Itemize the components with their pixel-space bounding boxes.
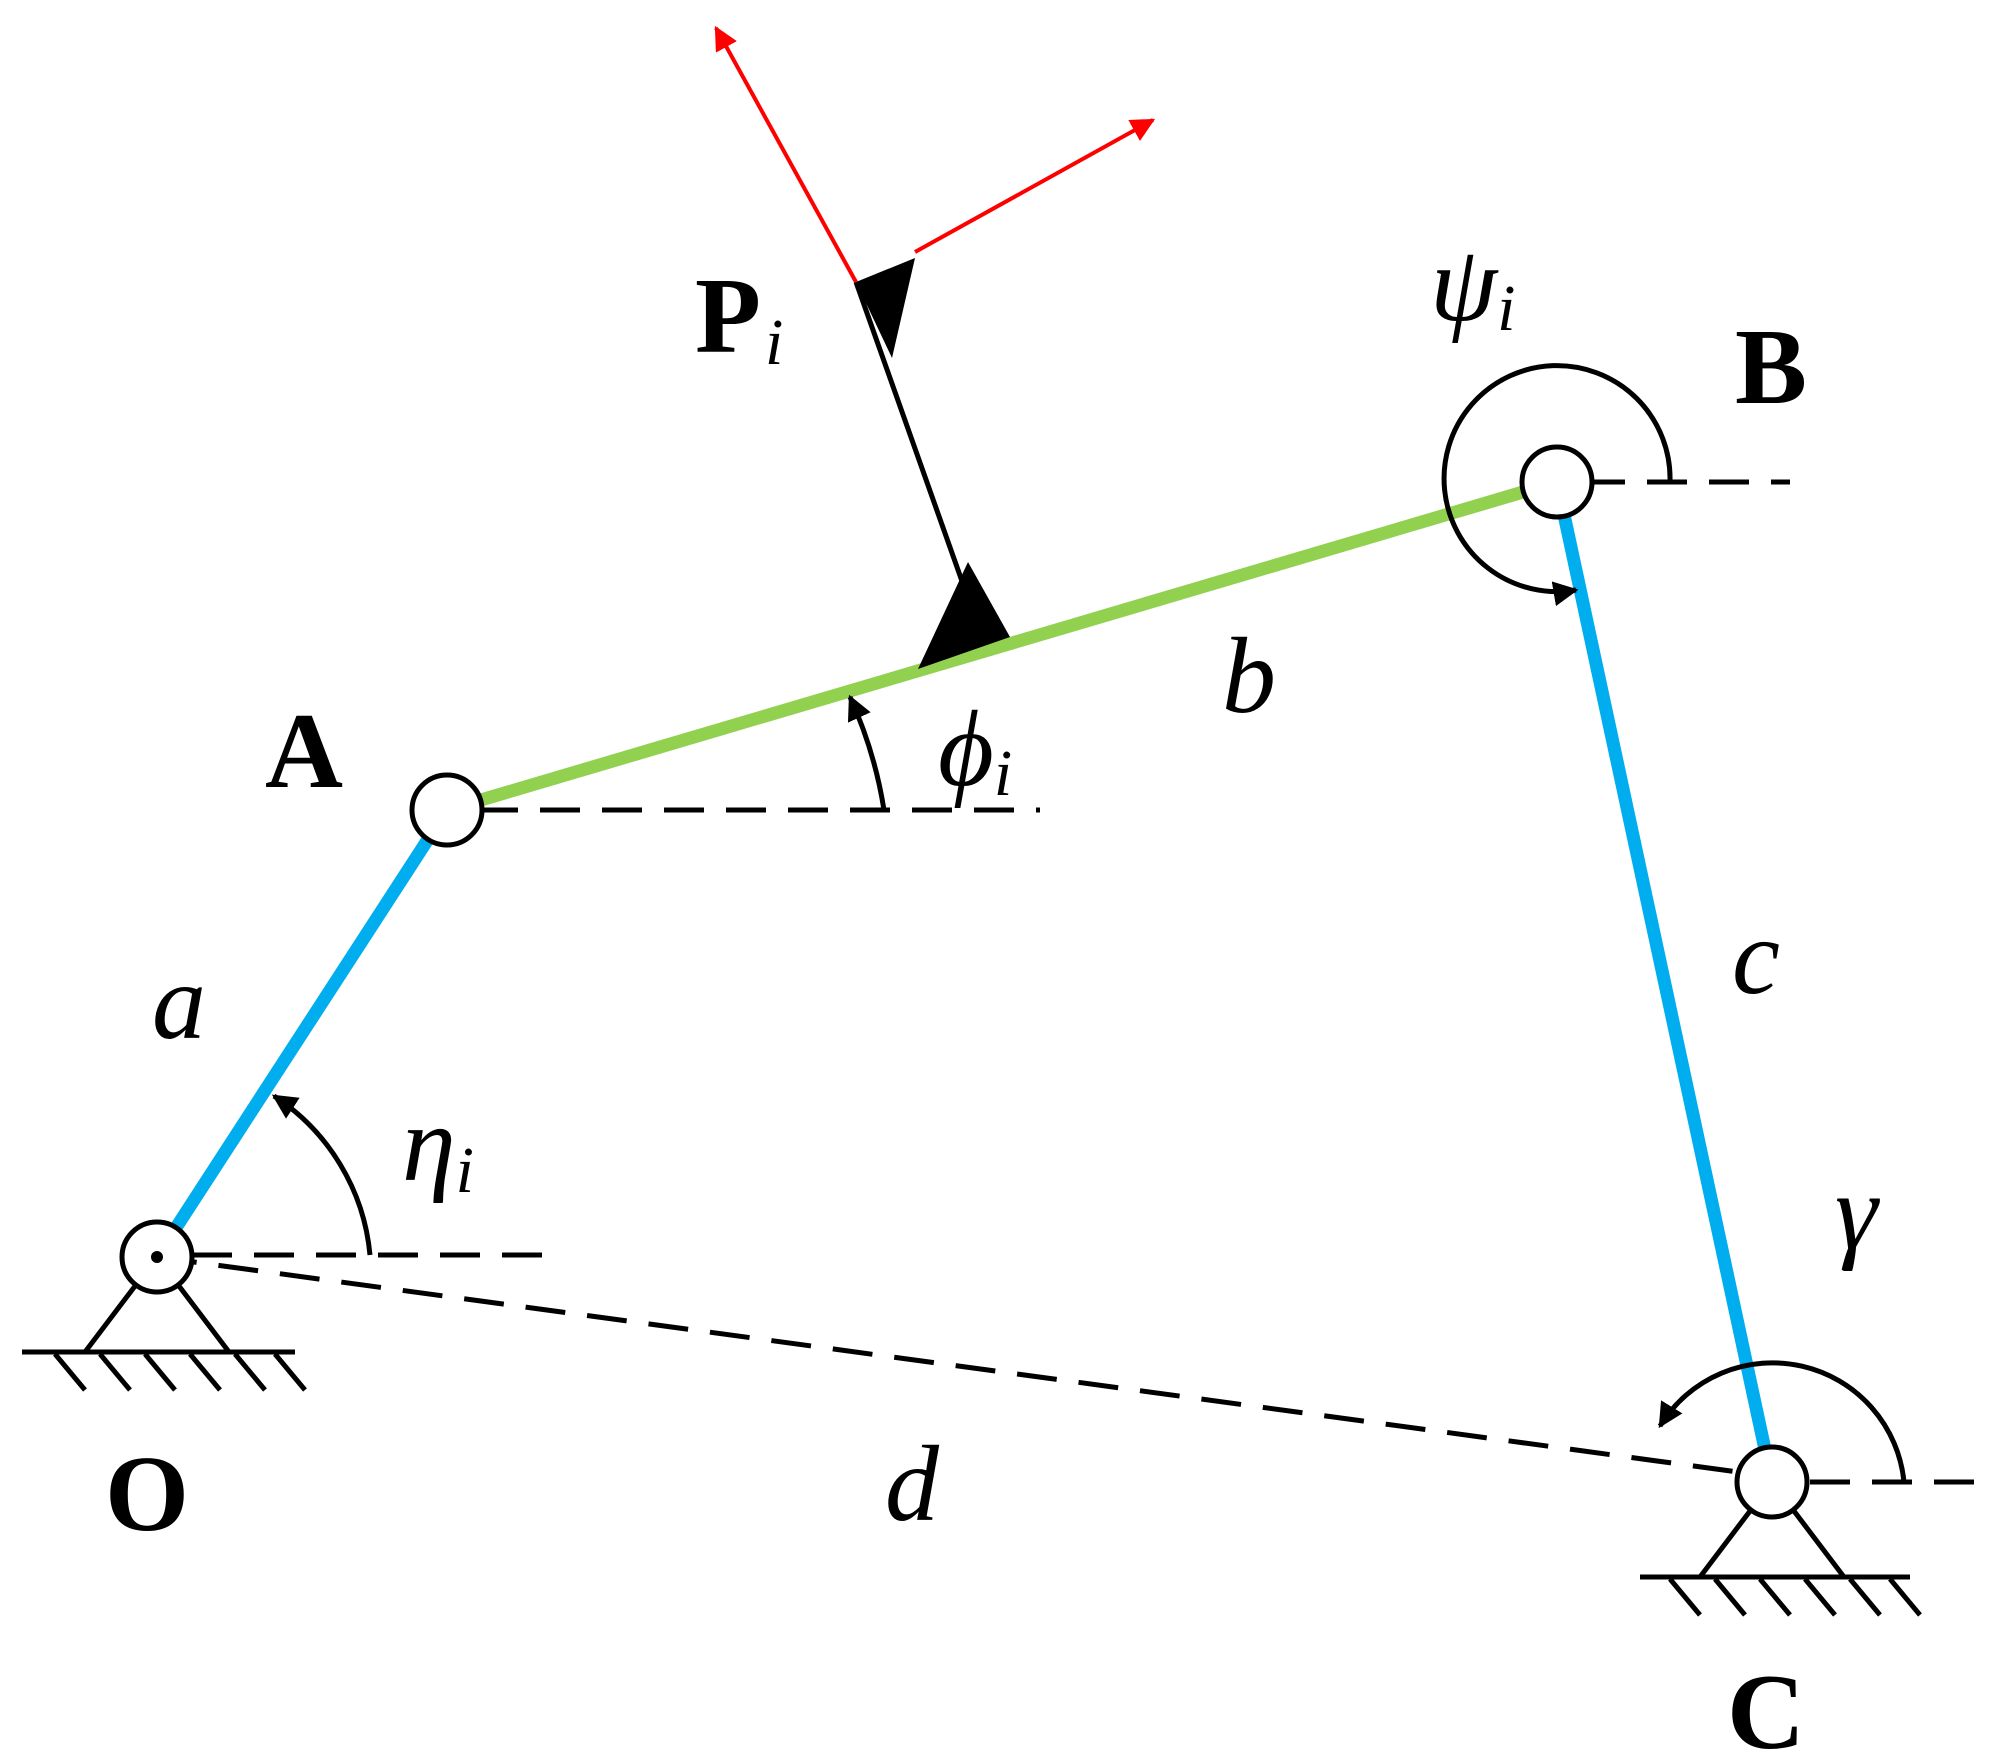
link-b xyxy=(445,475,1559,817)
hatch-O-6 xyxy=(273,1352,307,1392)
coupler-arm xyxy=(714,25,1156,669)
angle-label-psi-main: ψ xyxy=(1430,225,1499,344)
frame-x-arrow xyxy=(714,25,858,283)
coupler-point-wedge xyxy=(856,258,915,358)
point-label-P-main: P xyxy=(695,257,761,376)
hatch-O-3 xyxy=(143,1352,177,1392)
angle-label-phi: ϕi xyxy=(938,690,1012,810)
joint-B xyxy=(1519,444,1595,520)
arc-phi xyxy=(847,694,887,811)
arc-psi xyxy=(1441,363,1673,607)
hatch-C-2 xyxy=(1713,1577,1747,1617)
hatch-O-2 xyxy=(98,1352,132,1392)
angle-label-eta-main: η xyxy=(402,1085,456,1204)
joints xyxy=(119,444,1810,1520)
link-label-a: a xyxy=(152,943,206,1062)
angle-label-phi-main: ϕ xyxy=(938,690,994,809)
angle-label-gamma: γ xyxy=(1835,1153,1880,1272)
angle-arcs xyxy=(271,363,1907,1483)
joint-C xyxy=(1734,1444,1810,1520)
point-label-O: O xyxy=(105,1435,189,1554)
link-c xyxy=(1550,480,1779,1484)
hatch-C-1 xyxy=(1668,1577,1702,1617)
coupler-arm-base-wedge xyxy=(918,562,1010,669)
hatch-C-4 xyxy=(1803,1577,1837,1617)
angle-label-phi-sub: i xyxy=(994,737,1012,810)
hatch-C-5 xyxy=(1848,1577,1882,1617)
point-label-B: B xyxy=(1735,308,1807,427)
hatch-O-4 xyxy=(188,1352,222,1392)
reference-lines xyxy=(156,479,1975,1485)
hatch-C-6 xyxy=(1888,1577,1922,1617)
coupler-arm-line xyxy=(853,281,983,633)
hatch-O-1 xyxy=(53,1352,87,1392)
frame-y-arrow xyxy=(914,118,1156,254)
point-label-A: A xyxy=(265,692,343,811)
joint-O-center-dot xyxy=(151,1251,163,1263)
joint-A xyxy=(409,772,485,848)
link-label-d: d xyxy=(885,1425,940,1544)
hatch-O-5 xyxy=(233,1352,267,1392)
point-label-C: C xyxy=(1727,1653,1805,1764)
hatch-C-3 xyxy=(1758,1577,1792,1617)
angle-label-psi-sub: i xyxy=(1497,272,1515,345)
angle-label-eta-sub: i xyxy=(456,1134,474,1207)
link-label-b: b xyxy=(1222,617,1276,736)
point-label-P-sub: i xyxy=(765,306,783,379)
point-label-P: Pi xyxy=(695,257,783,379)
angle-label-psi: ψi xyxy=(1430,225,1515,345)
ground-line-d xyxy=(156,1254,1761,1478)
link-label-c: c xyxy=(1732,898,1780,1017)
angle-label-eta: ηi xyxy=(402,1085,474,1207)
arc-eta xyxy=(271,1093,373,1256)
arc-gamma xyxy=(1657,1360,1907,1483)
link-a xyxy=(151,806,453,1261)
